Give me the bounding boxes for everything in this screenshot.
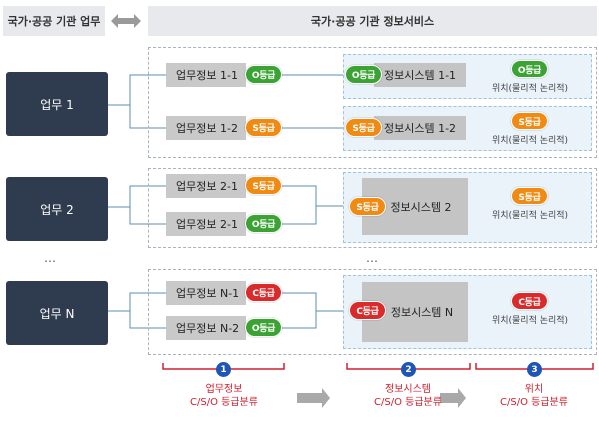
location-label: 위치(물리적 논리적) [491, 84, 569, 94]
grade-c-badge: C등급 [245, 283, 282, 302]
ellipsis: … [366, 251, 379, 265]
group-box-task-1 [148, 47, 597, 158]
task-box: 업무 2 [6, 177, 108, 241]
step-caption-line2: C/S/O 등급분류 [190, 397, 258, 408]
step-caption: 정보시스템 C/S/O 등급분류 [352, 383, 464, 409]
location-label: 위치(물리적 논리적) [491, 136, 569, 146]
step-caption-line2: C/S/O 등급분류 [500, 397, 568, 408]
location-label: 위치(물리적 논리적) [491, 316, 569, 326]
step-number-badge: 3 [527, 362, 542, 377]
step-caption-line2: C/S/O 등급분류 [374, 397, 442, 408]
grade-c-badge: C등급 [511, 292, 548, 310]
grade-s-badge: S등급 [511, 112, 548, 130]
step-number-badge: 2 [401, 362, 416, 377]
grade-s-badge: S등급 [245, 176, 282, 195]
grade-o-badge: O등급 [245, 318, 282, 337]
step-caption-line1: 업무정보 [205, 384, 243, 395]
grade-s-badge: S등급 [345, 118, 382, 137]
location-label: 위치(물리적 논리적) [491, 211, 569, 221]
group-box-task-2 [148, 168, 597, 248]
group-box-task-n [148, 269, 597, 355]
task-box: 업무 N [6, 281, 108, 345]
grade-c-badge: C등급 [349, 301, 386, 320]
grade-o-badge: O등급 [511, 60, 548, 78]
business-info-item: 업무정보 2-1 [166, 174, 246, 198]
business-info-item: 업무정보 N-1 [166, 281, 246, 305]
task-box: 업무 1 [6, 72, 108, 136]
grade-o-badge: O등급 [345, 65, 382, 84]
step-caption-line1: 위치 [524, 384, 544, 395]
business-info-item: 업무정보 N-2 [166, 316, 246, 340]
info-system-box: 정보시스템 1-2 [374, 116, 466, 140]
business-info-item: 업무정보 1-1 [166, 63, 246, 87]
grade-o-badge: O등급 [245, 214, 282, 233]
step-caption: 업무정보 C/S/O 등급분류 [168, 383, 280, 409]
ellipsis: … [44, 251, 57, 265]
step-caption-line1: 정보시스템 [385, 384, 431, 395]
grade-s-badge: S등급 [349, 197, 386, 216]
double-arrow-icon [111, 13, 141, 29]
step-number-badge: 1 [216, 362, 231, 377]
grade-s-badge: S등급 [245, 118, 282, 137]
header-agency-tasks: 국가·공공 기관 업무 [3, 6, 105, 36]
business-info-item: 업무정보 2-1 [166, 212, 246, 236]
business-info-item: 업무정보 1-2 [166, 116, 246, 140]
grade-s-badge: S등급 [511, 187, 548, 205]
grade-o-badge: O등급 [245, 65, 282, 84]
step-caption: 위치 C/S/O 등급분류 [478, 383, 590, 409]
header-agency-info-services: 국가·공공 기관 정보서비스 [148, 6, 597, 36]
info-system-box: 정보시스템 1-1 [374, 63, 466, 87]
